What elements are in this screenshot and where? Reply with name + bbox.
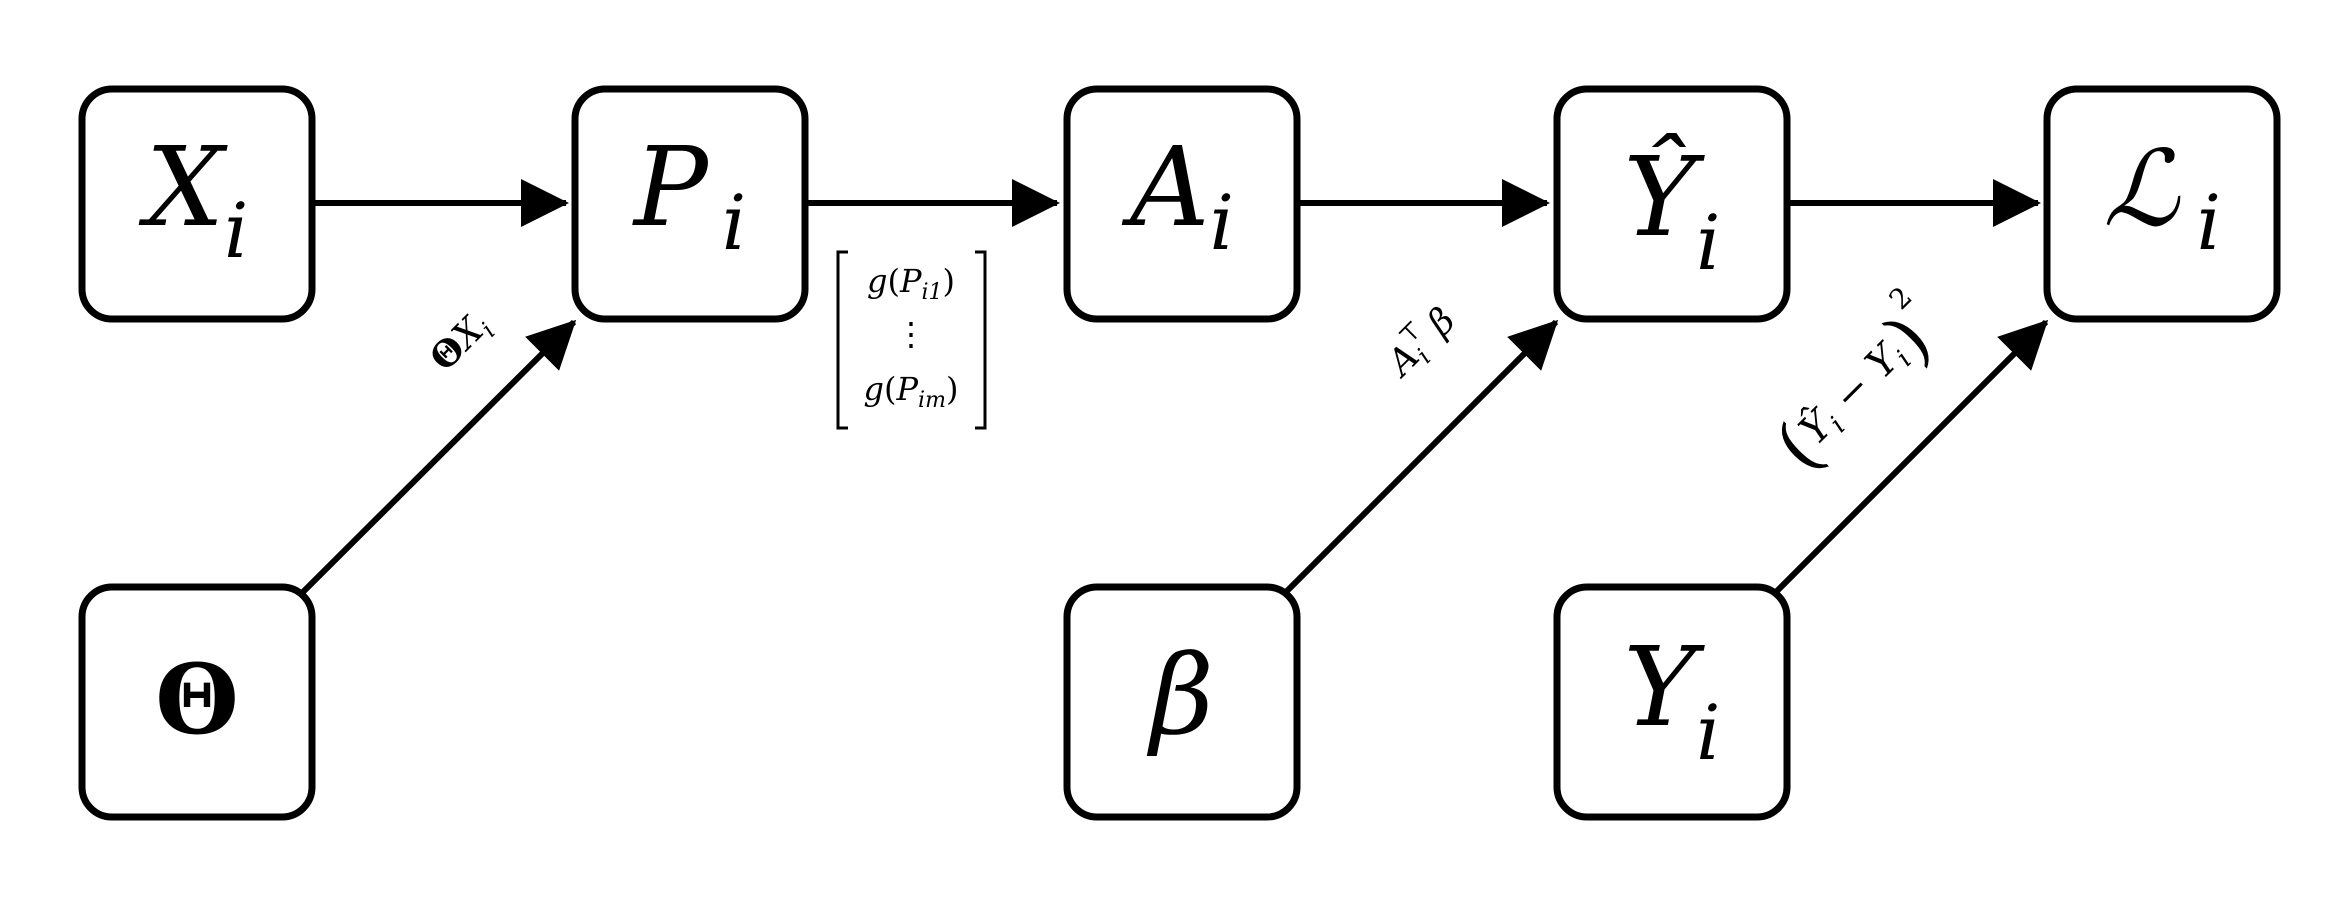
node-yhat: Ŷi (1553, 85, 1791, 323)
svg-text:β: β (1146, 631, 1214, 759)
node-theta: Θ (78, 583, 316, 821)
vector-bottom-lparen: ( (884, 370, 896, 408)
label-a-beta-beta: β (1418, 300, 1463, 345)
node-theta-base: Θ (155, 643, 239, 756)
label-a-beta: Ai⊤β (1372, 294, 1467, 389)
vector-top-lparen: ( (887, 262, 899, 300)
vector-dots: ⋮ (895, 315, 927, 353)
svg-text:Ai: Ai (1121, 123, 1234, 267)
svg-text:ℒi: ℒi (2103, 128, 2221, 267)
node-y-base: Y (1624, 623, 1706, 751)
node-beta: β (1063, 583, 1301, 821)
node-a-base: A (1121, 123, 1209, 251)
node-loss-base: ℒ (2103, 128, 2181, 250)
node-p-base: P (632, 123, 710, 251)
svg-text:g(Pi1): g(Pi1) (867, 262, 955, 305)
node-y: Yi (1553, 583, 1791, 821)
vector-top-rparen: ) (943, 262, 955, 300)
svg-text:(Ŷi − Yi)2: (Ŷi − Yi)2 (1753, 280, 1959, 486)
svg-text:Xi: Xi (138, 123, 249, 275)
vector-bottom-rparen: ) (946, 370, 958, 408)
svg-text:Ŷi: Ŷi (1624, 132, 1721, 287)
node-a-sub: i (1210, 178, 1234, 267)
node-x: Xi (78, 85, 316, 323)
edge-beta-to-yhat (1282, 319, 1559, 596)
node-p-sub: i (722, 178, 746, 267)
edge-y-to-loss (1772, 319, 2049, 596)
vector-bottom-p: P (896, 370, 919, 408)
node-beta-base: β (1146, 631, 1214, 759)
node-yhat-base: Ŷ (1624, 132, 1706, 261)
node-x-sub: i (224, 186, 248, 275)
svg-text:Pi: Pi (632, 123, 746, 267)
vector-top-p: P (899, 262, 922, 300)
svg-text:Ai⊤β: Ai⊤β (1372, 294, 1467, 389)
vector-bottom-sub: im (918, 388, 946, 413)
svg-text:g(Pim): g(Pim) (864, 370, 959, 413)
vector-bottom-g: g (864, 370, 884, 408)
svg-text:Θ: Θ (155, 643, 239, 756)
node-x-base: X (138, 123, 228, 251)
label-vector: g(Pi1) ⋮ g(Pim) (836, 250, 987, 430)
svg-text:Yi: Yi (1624, 623, 1721, 777)
node-loss-sub: i (2197, 178, 2221, 267)
label-theta-x: ΘXi (422, 304, 501, 383)
edge-theta-to-p (299, 319, 577, 596)
svg-text:ΘXi: ΘXi (422, 304, 501, 383)
vector-top-g: g (867, 262, 887, 300)
node-y-sub: i (1696, 688, 1720, 777)
vector-top-sub: i1 (921, 280, 942, 305)
label-sq-err: (Ŷi − Yi)2 (1753, 280, 1959, 486)
label-a-beta-a: A (1378, 336, 1427, 385)
node-yhat-sub: i (1696, 198, 1720, 287)
node-a: Ai (1063, 85, 1301, 323)
